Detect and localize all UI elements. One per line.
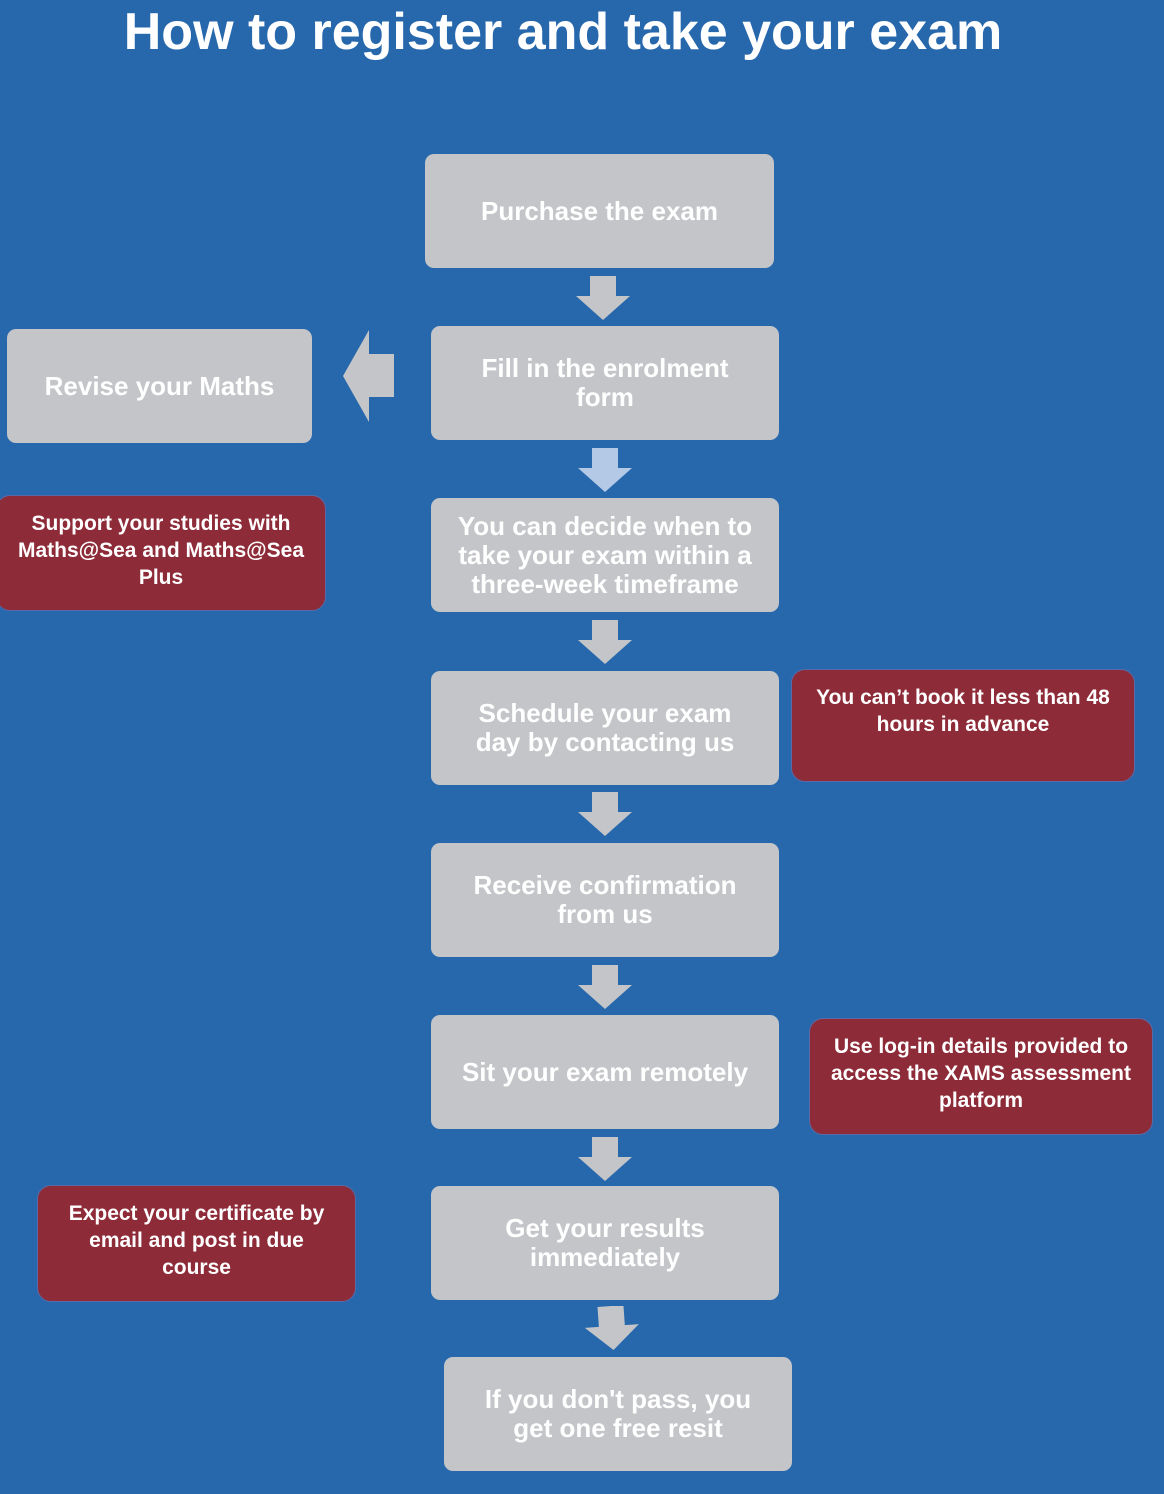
down-arrow-icon	[578, 965, 632, 1009]
step-purchase-exam: Purchase the exam	[425, 154, 774, 268]
step-label: Sit your exam remotely	[461, 1056, 749, 1087]
step-revise-maths: Revise your Maths	[7, 329, 312, 443]
down-arrow-icon	[578, 448, 632, 492]
down-arrow-icon	[585, 1306, 639, 1350]
step-receive-confirmation: Receive confirmation from us	[431, 843, 779, 957]
down-arrow-icon	[578, 620, 632, 664]
step-label: You can decide when to take your exam wi…	[457, 510, 753, 599]
page-title: How to register and take your exam	[123, 3, 1003, 61]
note-certificate: Expect your certificate by email and pos…	[37, 1185, 356, 1302]
note-text: Support your studies with Maths@Sea and …	[17, 512, 305, 589]
step-sit-exam-remotely: Sit your exam remotely	[431, 1015, 779, 1129]
note-login-details: Use log-in details provided to access th…	[809, 1018, 1153, 1135]
step-label: Get your results immediately	[505, 1213, 705, 1272]
down-arrow-icon	[578, 1137, 632, 1181]
step-schedule-exam-day: Schedule your exam day by contacting us	[431, 671, 779, 785]
step-label: Receive confirmation from us	[473, 870, 737, 929]
down-arrow-icon	[578, 792, 632, 836]
left-arrow-icon	[343, 330, 395, 422]
step-free-resit: If you don't pass, you get one free resi…	[444, 1357, 792, 1471]
step-get-results: Get your results immediately	[431, 1186, 779, 1300]
note-support-studies: Support your studies with Maths@Sea and …	[0, 495, 326, 611]
step-label: Revise your Maths	[44, 370, 275, 401]
down-arrow-icon	[576, 276, 630, 320]
step-label: Purchase the exam	[480, 195, 718, 226]
step-label: If you don't pass, you get one free resi…	[484, 1384, 752, 1443]
step-decide-exam-timing: You can decide when to take your exam wi…	[431, 498, 779, 612]
note-text: Expect your certificate by email and pos…	[68, 1202, 325, 1279]
step-fill-enrolment-form: Fill in the enrolment form	[431, 326, 779, 440]
step-label: Fill in the enrolment form	[481, 353, 729, 412]
note-text: You can’t book it less than 48 hours in …	[816, 686, 1110, 736]
note-booking-notice: You can’t book it less than 48 hours in …	[791, 669, 1135, 782]
step-label: Schedule your exam day by contacting us	[475, 698, 735, 757]
note-text: Use log-in details provided to access th…	[831, 1035, 1131, 1112]
